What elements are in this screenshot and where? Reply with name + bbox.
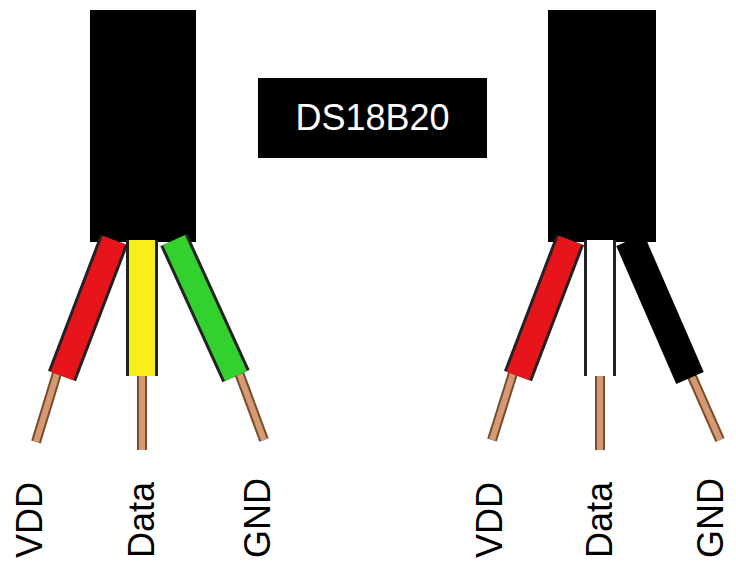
copper-ends	[492, 370, 720, 450]
pin-name: VDD	[12, 482, 48, 558]
wires	[62, 240, 236, 376]
copper-ends	[36, 370, 264, 450]
pin-name: GND	[240, 478, 276, 558]
pin-name: VDD	[472, 482, 508, 558]
part-name: DS18B20	[295, 98, 449, 138]
wires	[518, 240, 690, 378]
probe-body	[548, 10, 656, 242]
title-box: DS18B20	[258, 78, 487, 158]
pin-name: Data	[582, 482, 618, 558]
pin-name: GND	[693, 478, 729, 558]
probe-body	[90, 10, 196, 242]
pin-name: Data	[124, 482, 160, 558]
